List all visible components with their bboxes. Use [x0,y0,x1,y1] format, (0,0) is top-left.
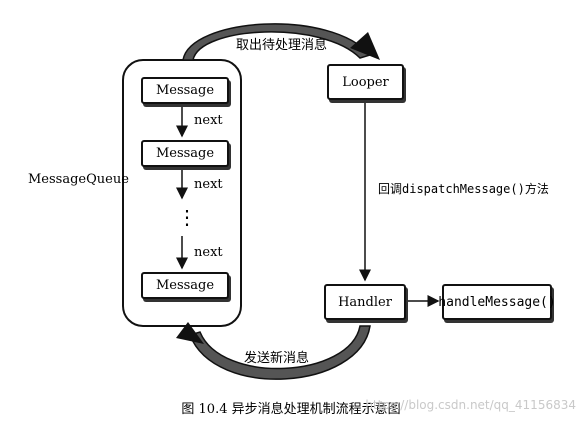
queue-ellipsis: ⋮ [177,205,197,229]
fetch-curve-arrow [182,23,372,61]
queue-message-label-3: Message [155,278,215,293]
queue-message-node-2: Message [141,140,229,167]
looper-node: Looper [327,64,404,100]
looper-label: Looper [342,74,389,90]
send-arrowhead [176,322,204,344]
send-label: 发送新消息 [244,351,310,366]
next-label-3: next [194,245,223,260]
queue-message-node-1: Message [141,77,229,104]
watermark: https://blog.csdn.net/qq_41156834 [365,398,576,412]
fetch-label: 取出待处理消息 [236,38,328,53]
queue-message-label-1: Message [155,83,215,98]
message-queue-label: MessageQueue [28,172,129,187]
handler-label: Handler [338,294,392,310]
next-label-2: next [194,177,223,192]
handle-message-node: handleMessage() [438,284,556,320]
handler-node: Handler [324,284,406,320]
fetch-arrowhead [350,32,380,60]
dispatch-label: 回调dispatchMessage()方法 [378,182,549,196]
queue-message-node-3: Message [141,272,229,299]
handle-message-label: handleMessage() [438,294,556,310]
next-label-1: next [194,113,223,128]
message-queue-container [122,59,242,327]
queue-message-label-2: Message [155,146,215,161]
figure-caption: 图 10.4 异步消息处理机制流程示意图 [181,402,401,417]
